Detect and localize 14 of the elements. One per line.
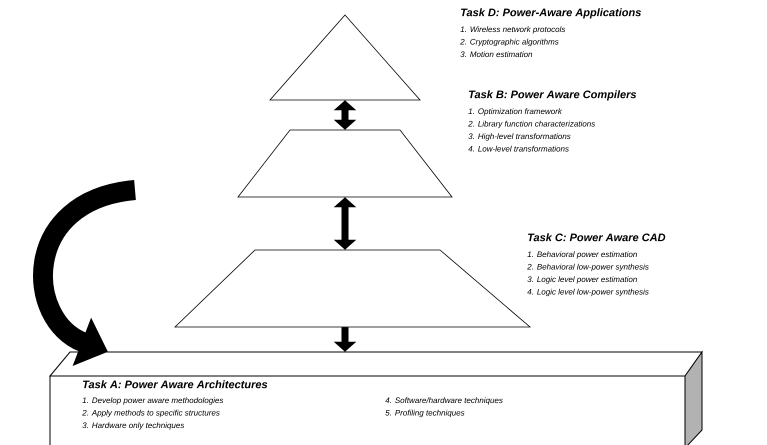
node-label: Task B: Power Aware Compilers xyxy=(468,90,636,100)
node-label: Task D: Power-Aware Applications xyxy=(460,8,641,18)
node-label: 1. Wireless network protocols xyxy=(460,26,566,34)
node-label: 3. Motion estimation xyxy=(460,51,532,58)
node-label: 1. Behavioral power estimation xyxy=(527,251,637,259)
node-label: 4. Low-level transformations xyxy=(468,146,569,152)
node-label: 4. Logic level low-power synthesis xyxy=(527,288,649,296)
node-label: 2. Cryptographic algorithms xyxy=(460,38,559,46)
node-label: Task C: Power Aware CAD xyxy=(528,233,666,242)
node-label: 3. High-level transformations xyxy=(468,133,571,141)
node-label: 3. Logic level power estimation xyxy=(527,276,637,284)
node-label: 2. Behavioral low-power synthesis xyxy=(527,264,649,272)
node-label: 1. Optimization framework xyxy=(468,108,562,116)
node-label: 2. Library function characterizations xyxy=(468,120,596,128)
